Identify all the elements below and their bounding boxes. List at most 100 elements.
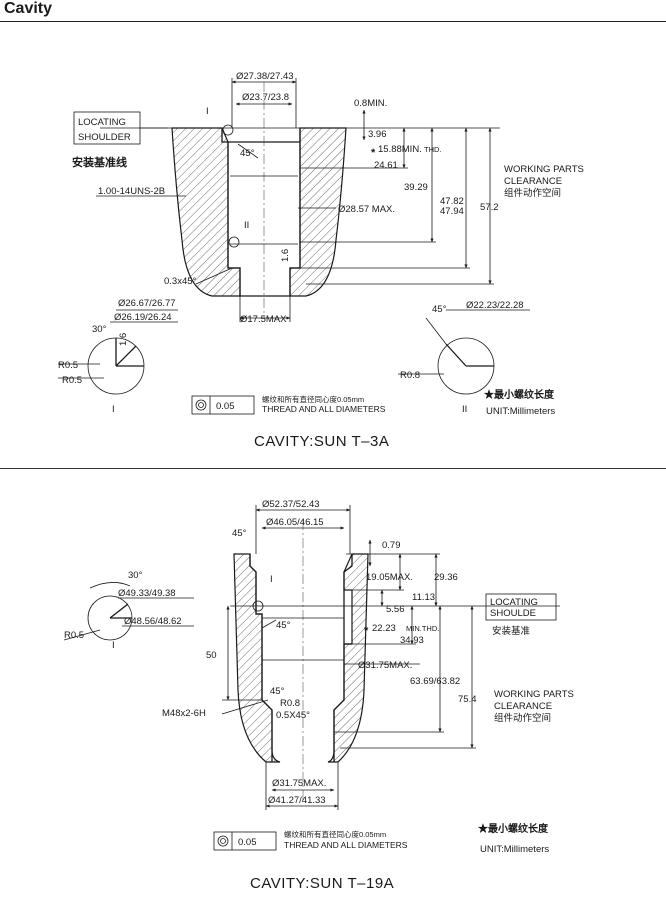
- t3a-drawing: [73, 78, 500, 322]
- t19a-working-cn: 组件动作空间: [494, 712, 551, 724]
- t3a-dim-572: 57.2: [480, 202, 499, 213]
- t3a-locating-2: SHOULDER: [78, 132, 131, 143]
- section-divider: [0, 468, 666, 469]
- t19a-tolerance-frame: [213, 831, 277, 851]
- t3a-working-2: CLEARANCE: [504, 176, 562, 187]
- t19a-detail-1: [63, 582, 194, 641]
- t3a-det2-d: Ø22.23/22.28: [466, 300, 524, 311]
- t3a-dim-396: 3.96: [368, 129, 387, 140]
- t19a-detail-mark-1: [252, 600, 264, 612]
- t19a-dim-6369: 63.69/63.82: [410, 676, 460, 687]
- t19a-det1-d2: Ø48.56/48.62: [124, 616, 182, 627]
- t19a-minthd: MIN.THD.: [406, 624, 439, 633]
- t19a-star: *: [364, 625, 369, 637]
- t19a-dim-556: 5.56: [386, 604, 405, 615]
- t3a-detail-1: [58, 309, 178, 395]
- t3a-locating-box: [73, 111, 141, 145]
- t3a-dim-175: Ø17.5MAX: [240, 314, 287, 325]
- t3a-dim-2857: Ø28.57 MAX.: [338, 204, 395, 215]
- t19a-det1-r: R0.5: [64, 630, 84, 641]
- t3a-det2-a45: 45°: [432, 304, 447, 315]
- t3a-star: *: [371, 147, 376, 159]
- t19a-dim-50: 50: [206, 650, 217, 661]
- t3a-tol-value: 0.05: [216, 401, 235, 412]
- t3a-det1-a30: 30°: [92, 324, 107, 335]
- t19a-tol-cn: 螺纹和所有直径同心度0.05mm: [284, 829, 386, 839]
- t3a-locating-cn: 安装基准线: [72, 155, 127, 169]
- t19a-locating-1: LOCATING: [490, 597, 538, 608]
- t3a-dim-d1: Ø27.38/27.43: [236, 71, 294, 82]
- t3a-det2-label: II: [462, 404, 467, 415]
- page-header: Cavity: [0, 0, 666, 22]
- t3a-dim-2461: 24.61: [374, 160, 398, 171]
- t3a-dim-3929: 39.29: [404, 182, 428, 193]
- t19a-locating-cn: 安装基准: [492, 625, 531, 637]
- header-rule: [0, 21, 666, 22]
- t3a-wall-right: [289, 127, 347, 297]
- t3a-detail-2: [398, 309, 530, 395]
- t3a-dim-d2: Ø23.7/23.8: [242, 92, 289, 103]
- t19a-working-2: CLEARANCE: [494, 701, 552, 712]
- t19a-angle-mid: 45°: [276, 620, 291, 631]
- t3a-wall-left: [171, 127, 241, 297]
- t3a-working-1: WORKING PARTS: [504, 164, 584, 175]
- t3a-thd: THD.: [424, 145, 442, 154]
- t3a-det1-d16: 1.6: [118, 333, 129, 346]
- t3a-detail-mark-1: [222, 124, 234, 136]
- t3a-dim-16: 1.6: [280, 249, 291, 262]
- t19a-working-1: WORKING PARTS: [494, 689, 574, 700]
- t19a-dim-079: 0.79: [382, 540, 401, 551]
- t19a-wall-left: [233, 553, 281, 763]
- t19a-dim-1113: 11.13: [412, 592, 435, 603]
- t3a-roman-1: I: [206, 106, 209, 117]
- t19a-caption: CAVITY:SUN T–19A: [250, 875, 394, 892]
- t3a-chamfer: 0.3x45°: [164, 276, 197, 287]
- t3a-det1-d1: Ø26.67/26.77: [118, 298, 176, 309]
- t3a-dim-1588: 15.88MIN.: [378, 144, 422, 155]
- t19a-bore: [249, 554, 353, 762]
- t19a-dim-754: 75.4: [458, 694, 477, 705]
- t3a-det1-label: I: [112, 404, 115, 415]
- t3a-star-note: ★最小螺纹长度: [484, 388, 555, 401]
- t19a-r08: R0.8: [280, 698, 300, 709]
- t3a-tol-cn: 螺纹和所有直径同心度0.05mm: [262, 394, 364, 404]
- t19a-dim-d2: Ø46.05/46.15: [266, 517, 324, 528]
- t19a-locating-box: [485, 593, 557, 621]
- t3a-dim-4794: 47.94: [440, 206, 464, 217]
- t3a-det2-r: R0.8: [400, 370, 420, 381]
- t3a-angle-45: 45°: [240, 148, 255, 159]
- t19a-unit: UNIT:Millimeters: [480, 844, 549, 855]
- t3a-dim-min08: 0.8MIN.: [354, 98, 387, 109]
- t3a-tol-en: THREAD AND ALL DIAMETERS: [262, 404, 386, 414]
- t3a-caption: CAVITY:SUN T–3A: [254, 433, 389, 450]
- t19a-det1-d1: Ø49.33/49.38: [118, 588, 176, 599]
- t19a-tol-en: THREAD AND ALL DIAMETERS: [284, 840, 408, 850]
- t3a-thread: 1.00-14UNS-2B: [98, 186, 165, 197]
- t3a-roman-2: II: [244, 220, 249, 231]
- t19a-angle-low: 45°: [270, 686, 285, 697]
- t3a-tolerance-frame: [191, 395, 255, 415]
- t19a-dim-3493: 34.93: [400, 635, 424, 646]
- t3a-working-cn: 组件动作空间: [504, 187, 561, 199]
- t3a-locating-1: LOCATING: [78, 117, 126, 128]
- t19a-dim-4127: Ø41.27/41.33: [268, 795, 326, 806]
- t19a-dim-2936: 29.36: [434, 572, 458, 583]
- t19a-det1-label: I: [112, 640, 115, 651]
- t19a-det1-a30: 30°: [128, 570, 143, 581]
- t19a-dim-3175: Ø31.75MAX.: [358, 660, 412, 671]
- t19a-dim-1905: 19.05MAX.: [366, 572, 413, 583]
- t3a-unit: UNIT:Millimeters: [486, 406, 555, 417]
- t3a-det1-r2: R0.5: [62, 375, 82, 386]
- t3a-det1-r1: R0.5: [58, 360, 78, 371]
- t3a-det1-d2: Ø26.19/26.24: [114, 312, 172, 323]
- t3a-detail-mark-2: [228, 236, 240, 248]
- t19a-tol-value: 0.05: [238, 837, 257, 848]
- t19a-drawing: [221, 505, 560, 810]
- t19a-star-note: ★最小螺纹长度: [478, 822, 549, 835]
- t19a-dim-3175b: Ø31.75MAX.: [272, 778, 326, 789]
- t19a-angle-top: 45°: [232, 528, 247, 539]
- page-title: Cavity: [4, 0, 53, 17]
- t19a-roman-1: I: [270, 574, 273, 585]
- t19a-dim-d1: Ø52.37/52.43: [262, 499, 320, 510]
